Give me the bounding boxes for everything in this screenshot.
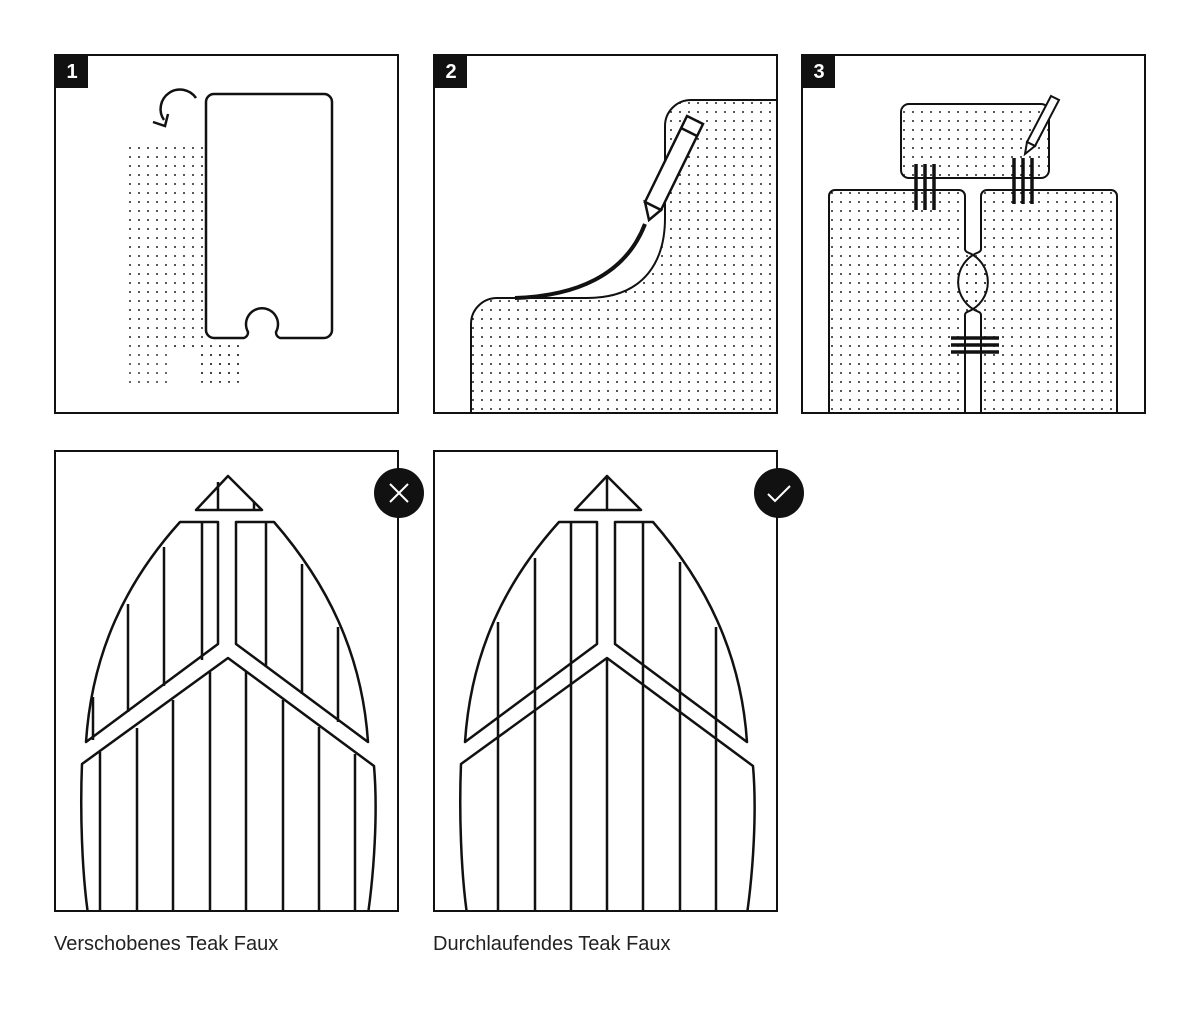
lower-panel	[80, 656, 377, 910]
step-number-badge: 1	[56, 56, 88, 88]
step-2-illustration	[470, 99, 776, 412]
dotted-mat-shape	[470, 99, 776, 412]
incorrect-badge	[374, 468, 424, 518]
top-mat-piece	[900, 103, 1050, 179]
bow-triangle	[194, 474, 264, 512]
teak-lines-continuous	[496, 476, 718, 910]
step-1-illustration	[124, 88, 334, 388]
step-2-panel: 2	[433, 54, 778, 414]
step-number-badge: 2	[435, 56, 467, 88]
tape-marks-bottom	[951, 336, 999, 354]
check-icon	[767, 485, 791, 503]
pencil-icon	[643, 114, 705, 223]
teak-lines-offset	[91, 482, 357, 910]
phone-template-outline	[204, 92, 334, 340]
correct-badge	[754, 468, 804, 518]
x-icon	[389, 483, 409, 503]
rotate-arrow-icon	[152, 88, 198, 128]
left-upper-panel	[84, 520, 220, 744]
incorrect-caption: Verschobenes Teak Faux	[54, 933, 279, 955]
continuous-teak-illustration	[459, 474, 756, 910]
step-1-panel: 1	[54, 54, 399, 414]
step-3-panel: 3	[801, 54, 1146, 414]
tape-marks-right	[1012, 158, 1034, 204]
tape-marks-left	[914, 164, 936, 210]
incorrect-example-panel	[54, 450, 399, 912]
step-3-illustration	[828, 94, 1118, 412]
pencil-icon	[1023, 94, 1061, 157]
correct-example-panel	[433, 450, 778, 912]
correct-caption: Durchlaufendes Teak Faux	[433, 933, 671, 955]
right-mat-piece	[957, 189, 1118, 412]
traced-line	[514, 223, 647, 300]
offset-teak-illustration	[80, 474, 377, 910]
left-mat-piece	[828, 189, 989, 412]
step-number-badge: 3	[803, 56, 835, 88]
